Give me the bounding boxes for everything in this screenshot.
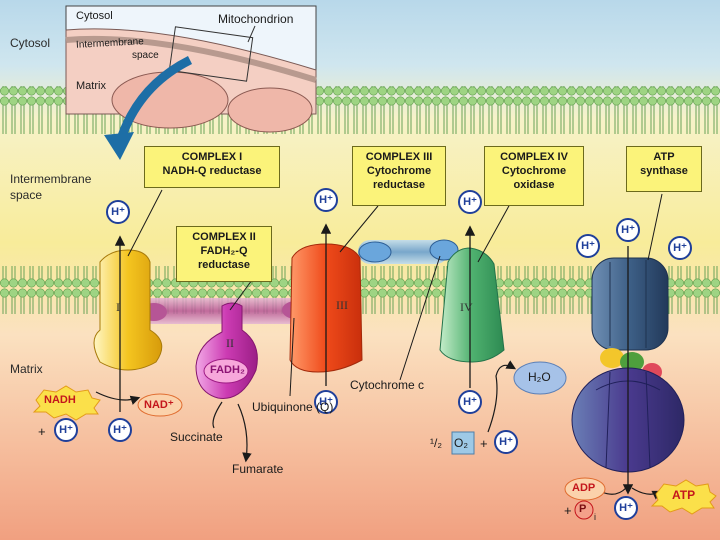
atp-synthase-title: ATP xyxy=(653,151,675,163)
region-label-matrix: Matrix xyxy=(10,362,43,376)
proton-badge: H⁺ xyxy=(668,236,692,260)
phosphate-subscript: i xyxy=(594,512,596,522)
complex-2-label-box: COMPLEX II FADH₂-Q reductase xyxy=(176,226,272,282)
proton-badge: H⁺ xyxy=(314,188,338,212)
nad-pill xyxy=(137,393,183,417)
proton-badge: H⁺ xyxy=(616,218,640,242)
nadh-reaction-arrow xyxy=(95,391,141,405)
complex-1-name: NADH-Q reductase xyxy=(162,165,262,177)
water-label: H₂O xyxy=(528,370,551,384)
inset-label-matrix: Matrix xyxy=(76,80,106,92)
region-label-space: space xyxy=(10,188,43,202)
fumarate-label: Fumarate xyxy=(232,462,284,476)
complex-1-label-box: COMPLEX I NADH-Q reductase xyxy=(144,146,280,188)
succinate-label: Succinate xyxy=(170,430,223,444)
region-label-cytosol: Cytosol xyxy=(10,36,51,50)
callout-line xyxy=(127,189,163,257)
zoom-arrow xyxy=(115,55,193,144)
complex-2-title: COMPLEX II xyxy=(192,231,256,243)
nad-label: NAD⁺ xyxy=(144,399,174,411)
complex-3-label-box: COMPLEX III Cytochrome reductase xyxy=(352,146,446,206)
zoom-arrow-head xyxy=(104,132,134,160)
complex-1-title: COMPLEX I xyxy=(181,151,243,163)
fadh2-pill xyxy=(203,358,249,384)
complex-3-name: Cytochrome xyxy=(366,165,432,177)
proton-badge: H⁺ xyxy=(576,234,600,258)
complex-3-title: COMPLEX III xyxy=(365,151,433,163)
mitochondrion-inset xyxy=(65,5,317,133)
water-arrow xyxy=(487,360,517,433)
inset-label-cytosol: Cytosol xyxy=(76,10,113,22)
complex-4-name: Cytochrome xyxy=(501,165,567,177)
complex-4-numeral: IV xyxy=(460,300,473,314)
callout-line xyxy=(339,205,379,253)
adp-label: ADP xyxy=(572,482,596,494)
nadh-label: NADH xyxy=(44,394,76,406)
proton-badge: H⁺ xyxy=(314,390,338,414)
complex-2-numeral: II xyxy=(226,336,234,350)
atp-label: ATP xyxy=(672,488,696,502)
callout-line xyxy=(289,317,295,397)
proton-badge: H⁺ xyxy=(106,200,130,224)
callout-line xyxy=(399,255,441,381)
plus-sign: + xyxy=(480,436,488,451)
inset-label-space: space xyxy=(132,50,159,61)
proton-badge: H⁺ xyxy=(458,190,482,214)
half-label: ¹/₂ xyxy=(430,436,442,450)
plus-sign: + xyxy=(38,424,46,439)
proton-badge: H⁺ xyxy=(614,496,638,520)
callout-line xyxy=(647,193,663,261)
complex-3-name-2: reductase xyxy=(373,179,425,191)
succinate-arrow xyxy=(212,401,223,429)
complex-2-name: FADH₂-Q xyxy=(200,245,248,257)
complex-4-protein xyxy=(439,247,505,363)
complex-1-protein xyxy=(93,249,163,371)
callout-line xyxy=(229,279,253,311)
fumarate-arrow xyxy=(237,403,252,463)
plus-sign: + xyxy=(564,503,572,518)
cytochrome-c-blob xyxy=(358,241,392,263)
atp-starburst xyxy=(650,479,717,515)
water-blob xyxy=(513,361,567,395)
phosphate-label: P xyxy=(579,503,587,515)
region-label-intermembrane: Intermembrane xyxy=(10,172,92,186)
cytochrome-c-label: Cytochrome c xyxy=(350,378,425,392)
complex-1-numeral: I xyxy=(116,300,120,314)
complex-2-name-2: reductase xyxy=(198,259,250,271)
oxygen-box xyxy=(451,431,475,455)
phosphate-circle xyxy=(574,500,594,520)
proton-badge: H⁺ xyxy=(108,418,132,442)
adp-pill xyxy=(564,477,606,501)
callout-line xyxy=(477,203,511,263)
fadh2-label: FADH₂ xyxy=(210,364,245,376)
complex-4-title: COMPLEX IV xyxy=(500,151,568,163)
atp-synthase-label-box: ATP synthase xyxy=(626,146,702,192)
proton-badge: H⁺ xyxy=(458,390,482,414)
complex-4-label-box: COMPLEX IV Cytochrome oxidase xyxy=(484,146,584,206)
inset-label-mitochondrion: Mitochondrion xyxy=(218,12,294,26)
complex-4-name-2: oxidase xyxy=(513,179,555,191)
proton-badge: H⁺ xyxy=(494,430,518,454)
proton-badge: H⁺ xyxy=(54,418,78,442)
nadh-starburst xyxy=(32,385,101,421)
cytochrome-c-blob xyxy=(429,239,459,261)
atp-synthase-name: synthase xyxy=(640,165,688,177)
complex-3-numeral: III xyxy=(336,298,348,312)
oxygen-label: O₂ xyxy=(454,436,468,450)
ubiquinone-label: Ubiquinone (Q) xyxy=(252,400,334,414)
